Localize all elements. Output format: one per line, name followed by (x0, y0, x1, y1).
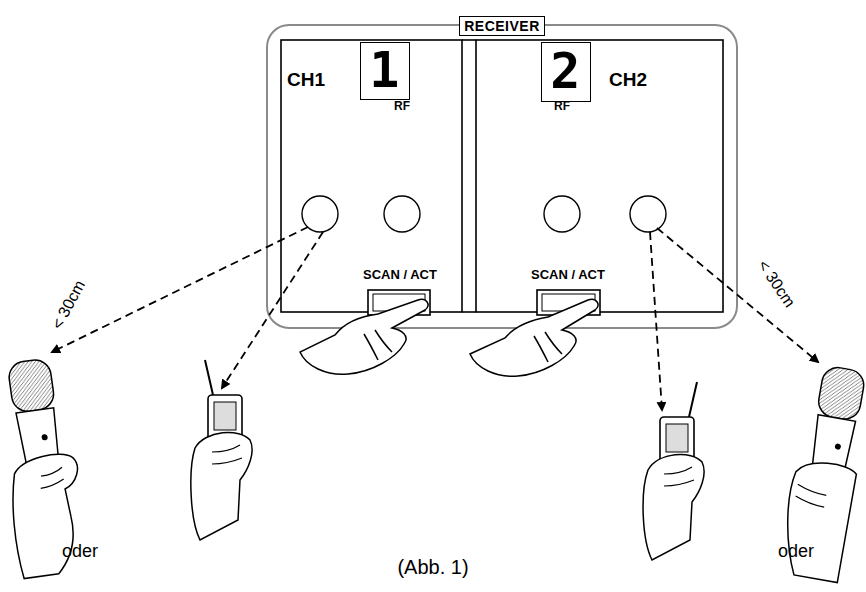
distance-label: < 30cm (48, 278, 88, 333)
right-panel (476, 40, 723, 312)
or-label: oder (62, 542, 98, 562)
volume-knob (630, 196, 666, 232)
rf-indicator (384, 196, 420, 232)
channel-label: CH2 (609, 70, 647, 91)
button-label: SCAN / ACT (531, 268, 605, 282)
pressing-hand (470, 299, 598, 376)
receiver-label: RECEIVER (459, 16, 545, 36)
pressing-hand (300, 299, 428, 374)
housing-outline (267, 25, 737, 328)
bodypack-transmitter (191, 360, 252, 540)
rf-label: RF (394, 100, 410, 113)
channel-display: 2 (541, 42, 591, 102)
receiver-housing: RECEIVER12 (267, 25, 737, 328)
dashed-arrow (52, 227, 818, 410)
or-label: oder (778, 542, 814, 562)
rf-label: RF (554, 100, 570, 113)
left-panel (281, 40, 462, 312)
figure-caption: (Abb. 1) (397, 556, 468, 578)
display-digit: 1 (369, 45, 399, 95)
handheld-mic (776, 363, 866, 583)
distance-label: < 30cm (754, 257, 798, 311)
rf-indicator (544, 196, 580, 232)
display-digit: 2 (550, 46, 580, 96)
channel-display: 1 (360, 42, 410, 100)
channel-label: CH1 (287, 70, 325, 91)
bodypack-transmitter (643, 382, 704, 560)
button-label: SCAN / ACT (363, 268, 437, 282)
